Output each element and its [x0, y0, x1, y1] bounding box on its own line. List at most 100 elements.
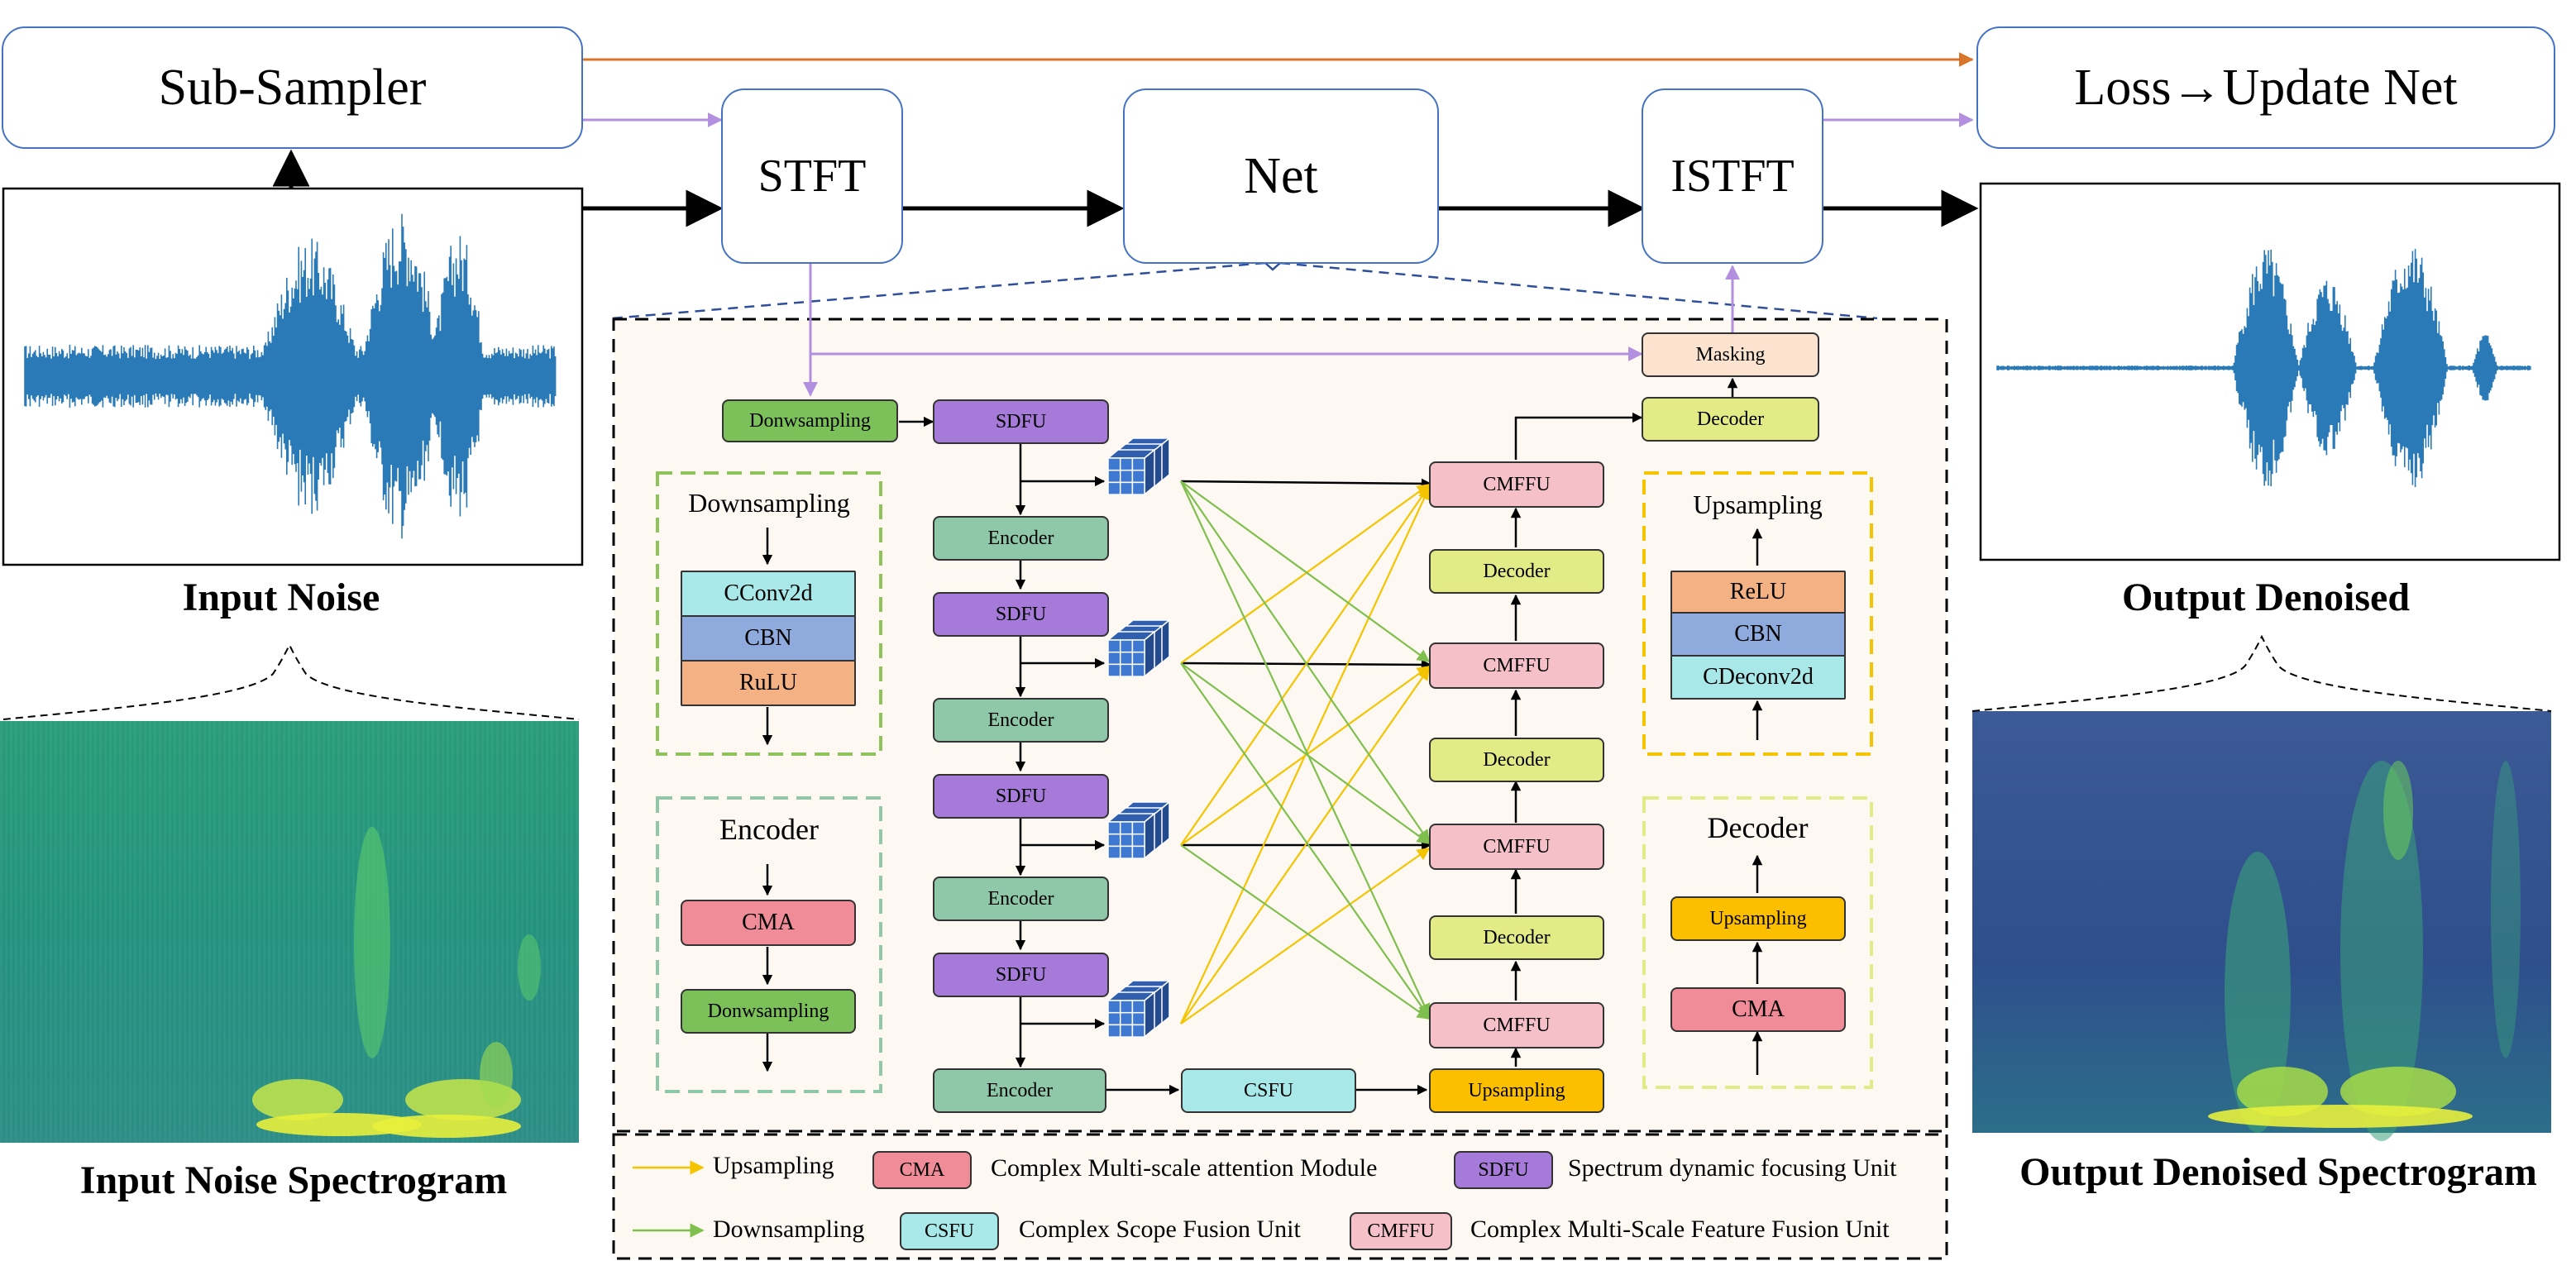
input-waveform	[24, 213, 557, 539]
encoder-block-3: Encoder	[933, 876, 1109, 921]
inset-encoder-cma-label: CMA	[742, 910, 795, 935]
spectrogram-energy	[372, 1115, 521, 1138]
inset-cbn: CBN	[681, 615, 856, 662]
encoder-block-4: Encoder	[933, 1068, 1106, 1113]
cmffu-block-1: CMFFU	[1429, 461, 1604, 508]
encoder-label: Encoder	[987, 887, 1054, 910]
caption-input-spectrogram: Input Noise Spectrogram	[79, 1158, 508, 1202]
legend-cma-desc: Complex Multi-scale attention Module	[991, 1154, 1378, 1182]
legend-cma-tag-label: CMA	[899, 1158, 945, 1181]
inset-decoder-upsampling-label: Upsampling	[1709, 907, 1807, 929]
input-brace	[2, 642, 580, 720]
cmffu-block-2: CMFFU	[1429, 642, 1604, 689]
sdfu-label: SDFU	[995, 785, 1047, 807]
decoder-label: Decoder	[1483, 748, 1551, 771]
inset-decoder-cma: CMA	[1670, 987, 1846, 1032]
spectrogram-energy	[2237, 1067, 2328, 1116]
legend-cmffu-desc: Complex Multi-Scale Feature Fusion Unit	[1470, 1216, 1890, 1243]
csfu-label: CSFU	[1243, 1079, 1294, 1101]
csfu-block: CSFU	[1181, 1068, 1356, 1113]
spectrogram-energy	[2383, 761, 2413, 860]
inset-cdeconv2d: CDeconv2d	[1670, 655, 1846, 700]
cmffu-block-3: CMFFU	[1429, 824, 1604, 870]
istft-box: ISTFT	[1642, 88, 1823, 264]
spectrogram-energy	[252, 1079, 343, 1120]
legend-csfu-tag-label: CSFU	[924, 1220, 975, 1242]
sdfu-label: SDFU	[995, 963, 1047, 986]
spectrogram-energy	[480, 1042, 513, 1108]
inset-relu-label: ReLU	[1729, 579, 1787, 604]
legend-sdfu-tag-label: SDFU	[1478, 1158, 1529, 1181]
downsampling-label: Donwsampling	[749, 409, 871, 432]
cmffu-label: CMFFU	[1483, 654, 1551, 676]
caption-output-denoised: Output Denoised	[2121, 576, 2411, 619]
encoder-block-1: Encoder	[933, 516, 1109, 561]
inset-cconv2d-label: CConv2d	[724, 580, 813, 606]
inset-encoder-title: Encoder	[719, 813, 819, 846]
upsampling-label: Upsampling	[1468, 1079, 1565, 1101]
encoder-label: Encoder	[987, 527, 1054, 549]
inset-decoder-frame	[1642, 796, 1873, 1089]
stft-box: STFT	[721, 88, 903, 264]
inset-encoder-downsampling-label: Donwsampling	[707, 1000, 829, 1022]
stft-label: STFT	[758, 150, 867, 202]
downsampling-block: Donwsampling	[722, 399, 898, 442]
spectrogram-energy	[354, 827, 390, 1058]
legend-csfu-desc: Complex Scope Fusion Unit	[1019, 1216, 1301, 1243]
legend-sdfu-tag: SDFU	[1454, 1151, 1553, 1189]
legend-cma-tag: CMA	[872, 1151, 972, 1189]
inset-up-cbn: CBN	[1670, 612, 1846, 657]
waveform-trace	[1996, 249, 2531, 487]
cmffu-label: CMFFU	[1483, 1014, 1551, 1036]
caption-output-spectrogram: Output Denoised Spectrogram	[2019, 1150, 2537, 1194]
decoder-block-1: Decoder	[1429, 549, 1604, 594]
decoder-label: Decoder	[1483, 560, 1551, 582]
upsampling-block: Upsampling	[1429, 1068, 1604, 1113]
decoder-label: Decoder	[1696, 408, 1765, 430]
decoder-block-3: Decoder	[1429, 915, 1604, 960]
spectrogram-energy	[518, 934, 541, 1001]
caption-input-noise: Input Noise	[182, 576, 380, 619]
loss-box: Loss→Update Net	[1976, 26, 2555, 149]
inset-encoder-frame	[656, 796, 882, 1093]
sdfu-block-4: SDFU	[933, 953, 1109, 997]
cmffu-label: CMFFU	[1483, 835, 1551, 857]
spectrogram-energy	[2208, 1105, 2473, 1128]
inset-decoder-cma-label: CMA	[1732, 996, 1785, 1022]
output-spectrogram-highlights	[2208, 761, 2521, 1141]
inset-cconv2d: CConv2d	[681, 571, 856, 617]
inset-cbn-label: CBN	[744, 625, 792, 651]
cube-stack-icon	[1106, 437, 1172, 496]
cube-stack-icon	[1106, 619, 1172, 678]
istft-label: ISTFT	[1670, 150, 1795, 202]
sdfu-label: SDFU	[995, 410, 1047, 432]
inset-decoder-upsampling: Upsampling	[1670, 896, 1846, 941]
spectrogram-energy	[2225, 852, 2291, 1133]
legend-csfu-tag: CSFU	[900, 1212, 999, 1250]
loss-label: Loss→Update Net	[2074, 59, 2458, 116]
inset-upsampling-title: Upsampling	[1693, 490, 1823, 519]
inset-downsampling-frame	[656, 471, 882, 756]
sub-sampler-box: Sub-Sampler	[2, 26, 583, 149]
sdfu-block-1: SDFU	[933, 399, 1109, 444]
masking-block: Masking	[1642, 332, 1819, 377]
cube-stack-icon	[1106, 979, 1172, 1039]
masking-label: Masking	[1695, 343, 1766, 365]
inset-encoder-cma: CMA	[681, 900, 856, 946]
net-label: Net	[1244, 147, 1318, 204]
output-brace	[1971, 634, 2552, 712]
decoder-top-block: Decoder	[1642, 397, 1819, 442]
inset-cdeconv2d-label: CDeconv2d	[1703, 664, 1814, 690]
sub-sampler-label: Sub-Sampler	[158, 59, 427, 116]
cmffu-block-4: CMFFU	[1429, 1002, 1604, 1048]
inset-rulu-label: RuLU	[739, 670, 797, 695]
input-spectrogram-highlights	[252, 827, 541, 1138]
inset-encoder-downsampling: Donwsampling	[681, 989, 856, 1034]
decoder-block-2: Decoder	[1429, 738, 1604, 782]
sdfu-block-2: SDFU	[933, 592, 1109, 637]
legend-cmffu-tag-label: CMFFU	[1367, 1220, 1435, 1242]
inset-rulu: RuLU	[681, 660, 856, 706]
sdfu-block-3: SDFU	[933, 774, 1109, 819]
spectrogram-energy	[2491, 761, 2521, 1058]
legend-panel	[612, 1133, 1948, 1260]
